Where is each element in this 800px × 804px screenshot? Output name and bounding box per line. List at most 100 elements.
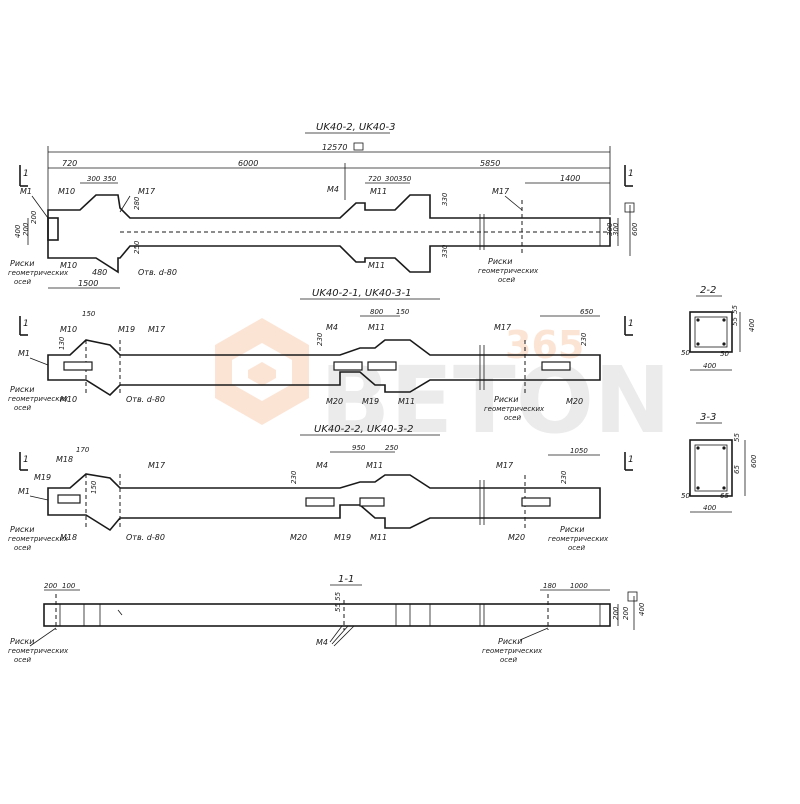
mid1-riskr3: осей: [504, 414, 521, 422]
dim-total-h: 600: [631, 222, 639, 236]
side-d55: 55 55: [334, 591, 342, 612]
plate-m18-mid2: [57, 494, 81, 504]
dim-hr1: 300: [606, 222, 614, 236]
dim-low-480: 480: [92, 268, 107, 277]
mid2-risk3: осей: [14, 544, 31, 552]
risk-top-r1: Риски: [488, 257, 512, 266]
mid1-m19: M19: [118, 325, 135, 334]
sec33-title: 3-3: [700, 412, 716, 423]
dim-v250: 250: [133, 240, 141, 254]
label-m10-top: M10: [58, 187, 75, 196]
section-3-3: 3-3 600 55 65 400 50 65: [681, 412, 758, 513]
side-beam-outline: [43, 603, 611, 627]
mid2-d230a: 230: [290, 470, 298, 484]
label-m17b-top: M17: [492, 187, 510, 196]
mid2-risk2: геометрических: [8, 535, 69, 543]
mid1-m10: M10: [60, 325, 77, 334]
side-d200: 200: [44, 582, 58, 590]
side-d100: 100: [62, 582, 76, 590]
mid2-m20: M20: [290, 533, 307, 542]
dim-v330b: 330: [441, 244, 449, 258]
sec22-outline: [689, 311, 733, 353]
sec33-h: 600: [750, 454, 758, 468]
mid2-m18b: M18: [60, 533, 77, 542]
section-marker-top-right: 1: [628, 169, 634, 179]
dim-overall: 12570: [322, 143, 347, 152]
risk-top-r2: геометрических: [478, 267, 539, 275]
mid2-hole: Отв. d-80: [126, 533, 165, 542]
dim-mid-c: 350: [398, 175, 412, 183]
sec33-w: 400: [703, 504, 717, 512]
mid1-risk2: геометрических: [8, 395, 69, 403]
mid2-risk1: Риски: [10, 525, 34, 534]
side-riskr2: геометрических: [482, 647, 543, 655]
label-m11-top: M11: [370, 187, 387, 196]
mid2-d950: 950: [352, 444, 366, 452]
mid2-riskr3: осей: [568, 544, 585, 552]
mid1-m17b: M17: [494, 323, 512, 332]
mid1-d130: 130: [58, 336, 66, 350]
mid1-m11b: M11: [398, 397, 415, 406]
top-view-title: UK40-2, UK40-3: [316, 122, 396, 133]
sec22-c: 55: [731, 305, 739, 314]
plate-m20-mid2: [305, 497, 335, 507]
sec33-d: 65: [733, 465, 741, 474]
mid2-m20b: M20: [508, 533, 525, 542]
mid2-d250: 250: [385, 444, 399, 452]
mid2-m19: M19: [34, 473, 51, 482]
sec33-c: 55: [733, 433, 741, 442]
mid1-sec-right: 1: [628, 319, 634, 329]
risk-top-3: осей: [14, 278, 31, 286]
mid1-d650: 650: [580, 308, 594, 316]
mid1-m20: M20: [326, 397, 343, 406]
mid2-d170: 170: [76, 446, 90, 454]
section-marker-top-left: 1: [23, 169, 29, 179]
mid-view-2: UK40-2-2, UK40-3-2 1 1 170 150 950 250 1…: [8, 424, 634, 552]
mid2-sec-left: 1: [23, 455, 29, 465]
mid1-m10b: M10: [60, 395, 77, 404]
label-m1-top: M1: [20, 187, 32, 196]
mid1-riskr1: Риски: [494, 395, 518, 404]
sec33-a: 50: [681, 492, 690, 500]
side-view: 1-1 200 100 180 1000 55 55 200 200 400 M…: [8, 574, 646, 664]
dim-left-end: 720: [62, 159, 77, 168]
sec22-title: 2-2: [700, 285, 716, 296]
label-m17-top: M17: [138, 187, 156, 196]
label-m11b-top: M11: [368, 261, 385, 270]
plate-m20-mid1: [333, 361, 363, 371]
mid1-d150b: 150: [396, 308, 410, 316]
dim-hl1: 400: [14, 224, 22, 238]
side-d180: 180: [543, 582, 557, 590]
mid1-d230b: 230: [580, 332, 588, 346]
beam-outline-mid2: [47, 473, 601, 532]
mid1-m4: M4: [326, 323, 338, 332]
mid1-m20b: M20: [566, 397, 583, 406]
dim-mid-b: 300: [385, 175, 399, 183]
beam-outline-mid1: [47, 339, 601, 397]
mid2-title: UK40-2-2, UK40-3-2: [314, 424, 413, 435]
mid1-d230a: 230: [316, 332, 324, 346]
mid1-d150: 150: [82, 310, 96, 318]
mid2-m11b: M11: [370, 533, 387, 542]
mid2-m4: M4: [316, 461, 328, 470]
plate-m19-mid2: [359, 497, 385, 507]
side-risk1: Риски: [10, 637, 34, 646]
side-riskr1: Риски: [498, 637, 522, 646]
mid1-risk3: осей: [14, 404, 31, 412]
dim-h2: 330: [441, 192, 449, 206]
mid2-m18: M18: [56, 455, 73, 464]
sec22-h: 400: [748, 318, 756, 332]
dim-left-part: 6000: [238, 159, 258, 168]
dim-hr2: 300: [612, 222, 620, 236]
mid-view-1: UK40-2-1, UK40-3-1 1 1 150 130 800 150 6…: [8, 288, 634, 422]
mid1-hole: Отв. d-80: [126, 395, 165, 404]
dim-notch-a: 300: [87, 175, 101, 183]
mid2-d230b: 230: [560, 470, 568, 484]
sec22-d: 55: [731, 317, 739, 326]
dim-low-1500: 1500: [78, 279, 98, 288]
mid1-riskr2: геометрических: [484, 405, 545, 413]
dim-notch-b: 350: [103, 175, 117, 183]
watermark-number: 365: [505, 323, 584, 367]
side-d200c: 200: [622, 606, 630, 620]
